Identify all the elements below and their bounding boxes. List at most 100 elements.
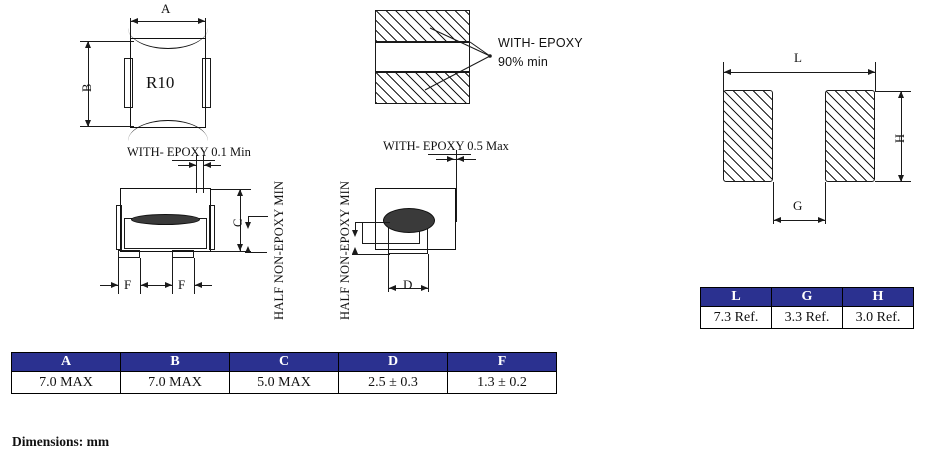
side-view-dim-f2-lead-right bbox=[194, 285, 212, 286]
side-view-epoxy-gap-line-right bbox=[203, 155, 204, 193]
front-view-epoxy-note: WITH- EPOXY 0.5 Max bbox=[383, 139, 509, 153]
side-view-vertical-note-lead-bottom bbox=[245, 252, 267, 253]
front-view-vertical-note-tick-top bbox=[355, 222, 356, 234]
units-footnote: Dimensions: mm bbox=[12, 434, 110, 449]
land-pattern-dim-g-arrow-left bbox=[774, 216, 781, 223]
top-view-dim-a-arrow-left bbox=[131, 17, 138, 24]
main-table-header-row: A B C D F bbox=[11, 352, 557, 372]
main-table-value-cell: 7.0 MAX bbox=[120, 371, 230, 394]
front-view-coil-ellipse bbox=[383, 208, 435, 233]
front-view-body-outline bbox=[375, 188, 456, 250]
top-view-core-edge-top bbox=[128, 28, 208, 49]
side-view-flange-left bbox=[116, 205, 122, 250]
land-pattern-dim-h-ext-bottom bbox=[875, 181, 911, 182]
side-view-note-underline bbox=[172, 160, 215, 161]
epoxy-section-upper-hatch bbox=[375, 10, 470, 42]
land-pattern-dim-g-line bbox=[773, 220, 826, 221]
side-view-coil-ellipse bbox=[131, 214, 200, 225]
land-pattern-dim-h-arrow-up bbox=[897, 91, 904, 98]
front-view-dim-d-label: D bbox=[403, 277, 413, 292]
main-table-value-cell: 5.0 MAX bbox=[229, 371, 339, 394]
side-view-epoxy-gap-lead-right bbox=[203, 165, 221, 166]
front-view-dim-d-arrow-left bbox=[389, 284, 396, 291]
front-view-vertical-note: HALF NON-EPOXY MIN bbox=[338, 180, 352, 320]
front-view-epoxy-gap-line bbox=[456, 150, 457, 222]
pad-table-value-cell: 3.3 Ref. bbox=[771, 306, 843, 329]
land-pattern-ext-line-right bbox=[875, 62, 876, 92]
side-view-vertical-note-arrow-bottom bbox=[244, 246, 251, 253]
top-view-dim-b-line bbox=[88, 41, 89, 127]
side-view-dim-c-arrow-up bbox=[236, 189, 243, 196]
front-view-epoxy-gap-arrow-left bbox=[447, 155, 454, 162]
land-pattern-dim-g-ext-right bbox=[825, 182, 826, 224]
top-view-dim-b-label: B bbox=[80, 83, 94, 92]
front-view-vertical-note-lead-bottom bbox=[352, 254, 390, 255]
front-view-note-underline bbox=[428, 154, 471, 155]
top-view-dim-a-label: A bbox=[161, 1, 171, 16]
main-table-header-cell: F bbox=[447, 352, 557, 372]
land-pattern-dim-h-line bbox=[901, 91, 902, 182]
side-view-foot-right bbox=[172, 250, 194, 258]
main-table-header-cell: B bbox=[120, 352, 230, 372]
front-view-dim-d-arrow-right bbox=[421, 284, 428, 291]
top-view-dim-b-arrow-up bbox=[84, 41, 91, 48]
front-view-vertical-note-arrow-top bbox=[351, 230, 358, 237]
front-view-dim-d-ext-left bbox=[388, 254, 389, 292]
pad-table-header-cell: H bbox=[842, 287, 914, 307]
top-view-terminal-right bbox=[202, 58, 211, 108]
side-view-vertical-note: HALF NON-EPOXY MIN bbox=[272, 180, 286, 320]
side-view-dim-f1-ext-right bbox=[140, 258, 141, 294]
side-view-dim-c-arrow-down bbox=[236, 244, 243, 251]
pad-table-value-cell: 3.0 Ref. bbox=[842, 306, 914, 329]
main-table-value-cell: 2.5 ± 0.3 bbox=[338, 371, 448, 394]
side-view-dim-f1-label: F bbox=[124, 277, 132, 292]
side-view-dim-f2-arrow-left bbox=[165, 281, 172, 288]
epoxy-note-line1: WITH- EPOXY bbox=[498, 36, 583, 50]
top-view-extension-line-top bbox=[80, 41, 134, 42]
top-view-dim-a-line bbox=[130, 21, 206, 22]
side-view-vertical-note-arrow-top bbox=[244, 222, 251, 229]
main-table-header-cell: D bbox=[338, 352, 448, 372]
top-view-dim-a-arrow-right bbox=[198, 17, 205, 24]
side-view-dim-c-line bbox=[240, 189, 241, 251]
main-table-value-cell: 7.0 MAX bbox=[11, 371, 121, 394]
land-pattern-pad-left bbox=[723, 90, 773, 182]
front-view-epoxy-gap-lead-right bbox=[456, 159, 476, 160]
main-dimension-table: A B C D F 7.0 MAX 7.0 MAX 5.0 MAX 2.5 ± … bbox=[11, 352, 557, 394]
side-view-dim-f1-arrow-left bbox=[111, 281, 118, 288]
top-view-extension-line-bottom bbox=[80, 126, 134, 127]
side-view-dim-f1-ext-left bbox=[118, 258, 119, 294]
side-view-epoxy-note: WITH- EPOXY 0.1 Min bbox=[127, 145, 251, 159]
main-table-value-cell: 1.3 ± 0.2 bbox=[447, 371, 557, 394]
side-view-epoxy-gap-line-left bbox=[196, 155, 197, 193]
front-view-epoxy-gap-arrow-right bbox=[457, 155, 464, 162]
side-view-dim-c-ext-bottom bbox=[211, 251, 251, 252]
side-view-dim-c-ext-top bbox=[211, 189, 251, 190]
side-view-epoxy-gap-lead-left bbox=[178, 165, 197, 166]
land-pattern-dim-l-label: L bbox=[794, 50, 802, 65]
epoxy-note-line2: 90% min bbox=[498, 55, 549, 69]
top-view-dim-b-arrow-down bbox=[84, 120, 91, 127]
land-pattern-dim-l-arrow-left bbox=[724, 68, 731, 75]
pad-table-value-cell: 7.3 Ref. bbox=[700, 306, 772, 329]
pad-table-header-row: L G H bbox=[700, 287, 914, 307]
land-pattern-ext-line-left bbox=[723, 62, 724, 92]
side-view-dim-f2-label: F bbox=[178, 277, 186, 292]
land-pattern-pad-right bbox=[825, 90, 875, 182]
land-pattern-dim-h-arrow-down bbox=[897, 175, 904, 182]
main-table-value-row: 7.0 MAX 7.0 MAX 5.0 MAX 2.5 ± 0.3 1.3 ± … bbox=[11, 371, 557, 394]
main-table-header-cell: A bbox=[11, 352, 121, 372]
land-pattern-dimension-table: L G H 7.3 Ref. 3.3 Ref. 3.0 Ref. bbox=[700, 287, 914, 329]
land-pattern-dim-h-ext-top bbox=[875, 91, 911, 92]
epoxy-section-lower-hatch bbox=[375, 72, 470, 104]
land-pattern-dim-h-label: H bbox=[893, 133, 907, 143]
land-pattern-dim-g-arrow-right bbox=[818, 216, 825, 223]
land-pattern-dim-g-label: G bbox=[793, 198, 803, 213]
side-view-body-outline bbox=[120, 188, 211, 252]
side-view-dim-f2-lead-left bbox=[154, 285, 172, 286]
epoxy-section-core-gap bbox=[375, 42, 470, 72]
pad-table-header-cell: L bbox=[700, 287, 772, 307]
side-view-dim-c-label: C bbox=[231, 218, 245, 227]
side-view-foot-left bbox=[118, 250, 140, 258]
